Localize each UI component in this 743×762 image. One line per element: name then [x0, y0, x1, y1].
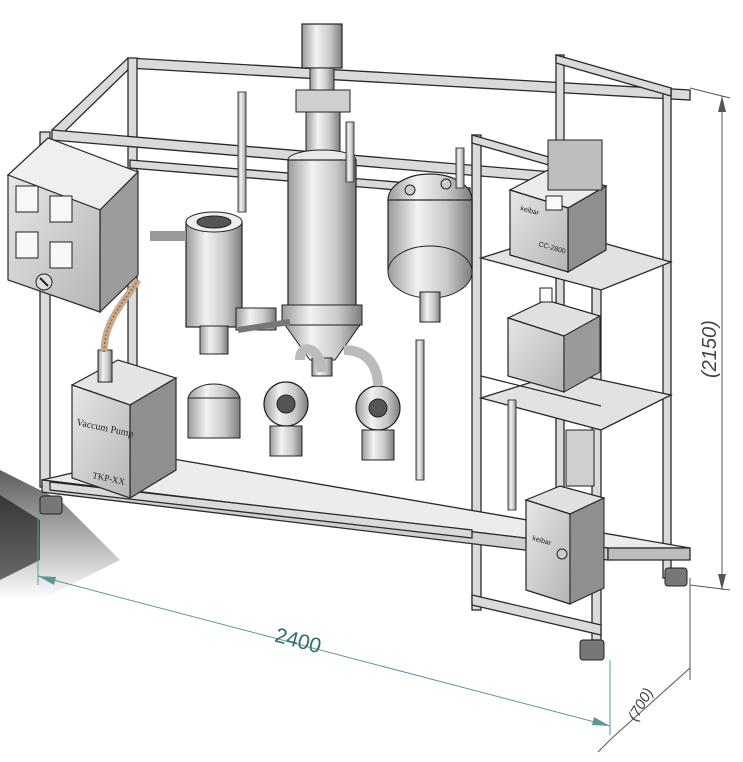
control-panel-box — [6, 137, 140, 314]
connecting-pipes — [150, 91, 517, 511]
height-dimension-label: (2150) — [699, 320, 721, 378]
dimension-lines — [37, 87, 731, 753]
width-dimension-label: 2400 — [272, 624, 323, 658]
chiller-unit — [508, 139, 608, 274]
vacuum-pump-unit — [70, 278, 178, 500]
circulator-unit — [524, 429, 606, 605]
ground-shadow — [0, 470, 120, 600]
heating-bath — [506, 287, 602, 393]
feed-tank — [387, 173, 473, 323]
transfer-pumps — [263, 344, 401, 461]
depth-dimension-label: (700) — [625, 685, 657, 724]
temperature-controllers — [15, 185, 73, 269]
cold-trap-vessel — [185, 211, 277, 439]
